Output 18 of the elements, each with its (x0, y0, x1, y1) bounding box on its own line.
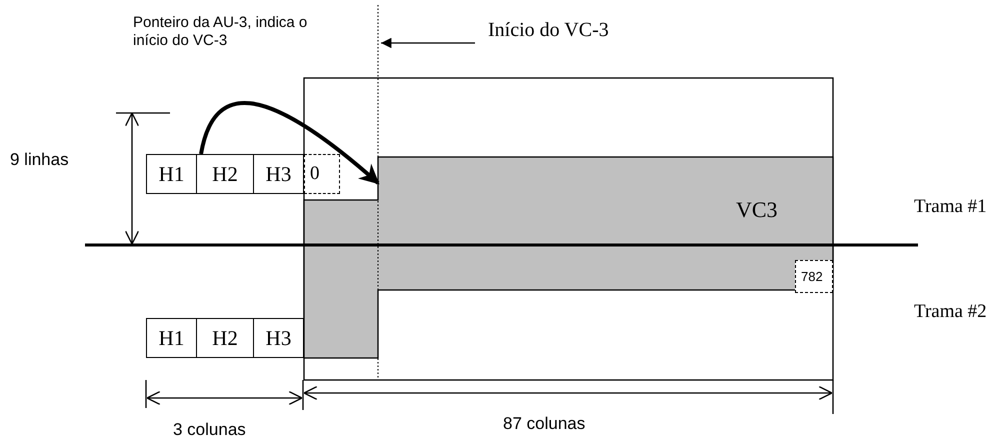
dimension-label: 3 colunas (173, 420, 246, 440)
header-cell: H3 (253, 318, 304, 358)
curved-arrow (199, 101, 380, 185)
annotation-text: Ponteiro da AU-3, indica o início do VC-3 (133, 14, 308, 50)
header-cell: H1 (146, 318, 197, 358)
region-label: VC3 (736, 197, 778, 223)
header-cell: H3 (253, 154, 304, 194)
dimension-label: 87 colunas (503, 414, 586, 434)
frame-label: Trama #2 (914, 301, 987, 324)
dimension-label: 9 linhas (10, 150, 69, 170)
dashed-cell: 782 (795, 260, 833, 293)
frame-label: Trama #1 (914, 196, 987, 219)
arrow (381, 38, 475, 48)
header-cell: H2 (196, 318, 254, 358)
annotation-text: Início do VC-3 (488, 18, 609, 42)
header-cell: H2 (196, 154, 254, 194)
dashed-cell: 0 (304, 154, 340, 194)
header-cell: H1 (146, 154, 197, 194)
